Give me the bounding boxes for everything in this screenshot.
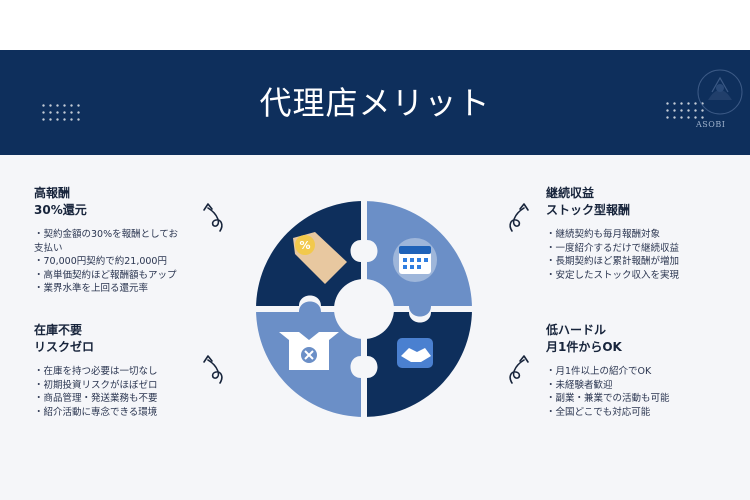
list-item: ・未経験者歓迎: [546, 379, 613, 391]
merit-subtitle: 30%還元: [34, 203, 87, 217]
list-item: ・紹介活動に専念できる環境: [34, 406, 158, 418]
curly-arrow-icon: [203, 203, 223, 232]
merit-list: ・契約金額の30%を報酬としてお 支払い ・70,000円契約で約21,000円…: [34, 228, 194, 296]
svg-text:%: %: [299, 239, 310, 252]
merit-title: 低ハードル: [546, 323, 607, 337]
merit-recurring-income: 継続収益 ストック型報酬 ・継続契約も毎月報酬対象 ・一度紹介するだけで継続収益…: [546, 185, 716, 282]
dot-pattern-left: [40, 102, 82, 124]
list-item: ・在庫を持つ必要は一切なし: [34, 366, 158, 377]
list-item: ・長期契約ほど累計報酬が増加: [546, 256, 680, 267]
merit-subtitle: ストック型報酬: [546, 203, 631, 217]
merit-subtitle: リスクゼロ: [34, 340, 95, 354]
merit-list: ・継続契約も毎月報酬対象 ・一度紹介するだけで継続収益 ・長期契約ほど累計報酬が…: [546, 228, 716, 282]
open-box-icon: [279, 332, 339, 370]
list-item: ・副業・兼業での活動も可能: [546, 393, 670, 404]
merit-low-hurdle: 低ハードル 月1件からOK ・月1件以上の紹介でOK ・未経験者歓迎 ・副業・兼…: [546, 322, 716, 419]
logo-emblem-icon: [697, 69, 743, 115]
list-item: 支払い: [34, 242, 63, 254]
merit-list: ・月1件以上の紹介でOK ・未経験者歓迎 ・副業・兼業での活動も可能 ・全国どこ…: [546, 365, 716, 419]
puzzle-diagram: %: [256, 201, 472, 417]
merit-list: ・在庫を持つ必要は一切なし ・初期投資リスクがほぼゼロ ・商品管理・発送業務も不…: [34, 365, 204, 419]
dot-pattern-right: [664, 100, 706, 122]
merit-title: 高報酬: [34, 186, 71, 200]
merit-no-inventory: 在庫不要 リスクゼロ ・在庫を持つ必要は一切なし ・初期投資リスクがほぼゼロ ・…: [34, 322, 204, 419]
list-item: ・高単価契約ほど報酬額もアップ: [34, 269, 177, 281]
curly-arrow-icon: [509, 355, 529, 384]
price-tag-icon: %: [293, 232, 347, 284]
merit-high-reward: 高報酬 30%還元 ・契約金額の30%を報酬としてお 支払い ・70,000円契…: [34, 185, 194, 296]
list-item: ・全国どこでも対応可能: [546, 406, 651, 418]
list-item: ・業界水準を上回る還元率: [34, 283, 149, 294]
list-item: ・継続契約も毎月報酬対象: [546, 229, 661, 240]
handshake-icon: [397, 338, 433, 368]
list-item: ・契約金額の30%を報酬としてお: [34, 229, 179, 240]
list-item: ・一度紹介するだけで継続収益: [546, 242, 680, 254]
curly-arrow-icon: [203, 355, 223, 384]
page-title: 代理店メリット: [259, 84, 491, 122]
calendar-icon: [393, 238, 437, 282]
list-item: ・70,000円契約で約21,000円: [34, 256, 167, 267]
list-item: ・商品管理・発送業務も不要: [34, 393, 158, 404]
merit-title: 在庫不要: [34, 323, 83, 337]
header-banner: 代理店メリット ASOBI: [0, 50, 750, 155]
merit-subtitle: 月1件からOK: [546, 340, 622, 354]
list-item: ・安定したストック収入を実現: [546, 269, 680, 281]
curly-arrow-icon: [509, 203, 529, 232]
logo-text: ASOBI: [696, 120, 726, 129]
list-item: ・初期投資リスクがほぼゼロ: [34, 379, 158, 391]
puzzle-center: [334, 279, 394, 339]
merit-title: 継続収益: [546, 186, 595, 200]
list-item: ・月1件以上の紹介でOK: [546, 366, 652, 377]
